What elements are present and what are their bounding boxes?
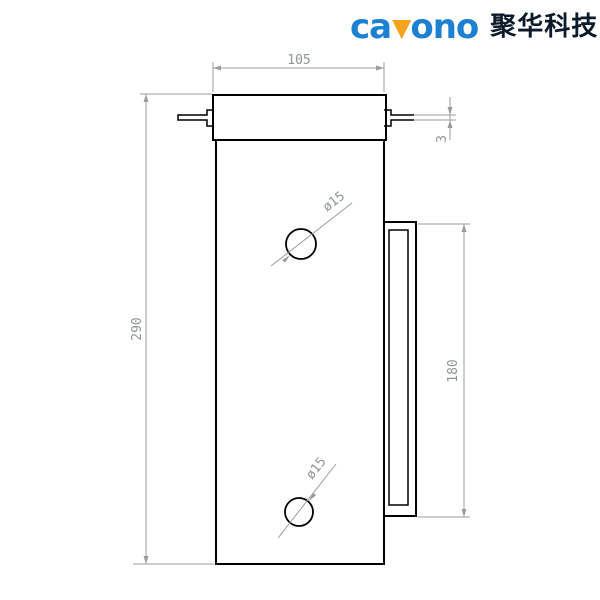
arrowhead-icon	[447, 120, 453, 128]
arrowhead-icon	[213, 65, 221, 71]
hole-diameter-label: ø15	[320, 189, 348, 215]
left-pin	[177, 109, 213, 127]
hole-bottom	[284, 497, 314, 527]
leader-hole-bottom: ø15	[277, 455, 337, 539]
hole-top	[285, 228, 317, 260]
dimension-label: 105	[287, 53, 310, 68]
side-bracket-inner	[388, 229, 409, 506]
dimension-label: 3	[435, 135, 450, 143]
leader-line	[270, 202, 353, 267]
dimension-top-width: 105	[212, 53, 385, 92]
arrowhead-icon	[309, 492, 317, 501]
arrowhead-icon	[143, 556, 149, 564]
hole-diameter-label: ø15	[303, 455, 329, 483]
logo-v-triangle-icon: ▼	[392, 12, 411, 42]
dimension-left-height: 290	[130, 93, 214, 565]
logo-text-left: ca	[350, 7, 392, 47]
dimension-label: 180	[446, 359, 461, 382]
side-bracket-outer	[383, 221, 417, 517]
top-cap	[212, 94, 387, 141]
leader-line	[277, 463, 337, 539]
part-outline	[177, 94, 417, 565]
arrowhead-icon	[376, 65, 384, 71]
dimension-label: 290	[130, 317, 145, 340]
brand-logo: ca ▼ ono 聚华科技	[350, 10, 598, 44]
logo-wordmark: ca ▼ ono	[350, 7, 479, 47]
company-name: 聚华科技	[490, 12, 599, 42]
main-body	[215, 139, 385, 565]
right-pin	[384, 109, 414, 127]
arrowhead-icon	[461, 509, 467, 517]
arrowhead-icon	[143, 94, 149, 102]
dimension-bracket-height: 180	[418, 223, 470, 518]
arrowhead-icon	[447, 107, 453, 115]
logo-text-right: ono	[410, 7, 479, 47]
arrowhead-icon	[282, 255, 290, 263]
arrowhead-icon	[461, 224, 467, 232]
dimension-pin-thickness: 3	[414, 97, 456, 143]
